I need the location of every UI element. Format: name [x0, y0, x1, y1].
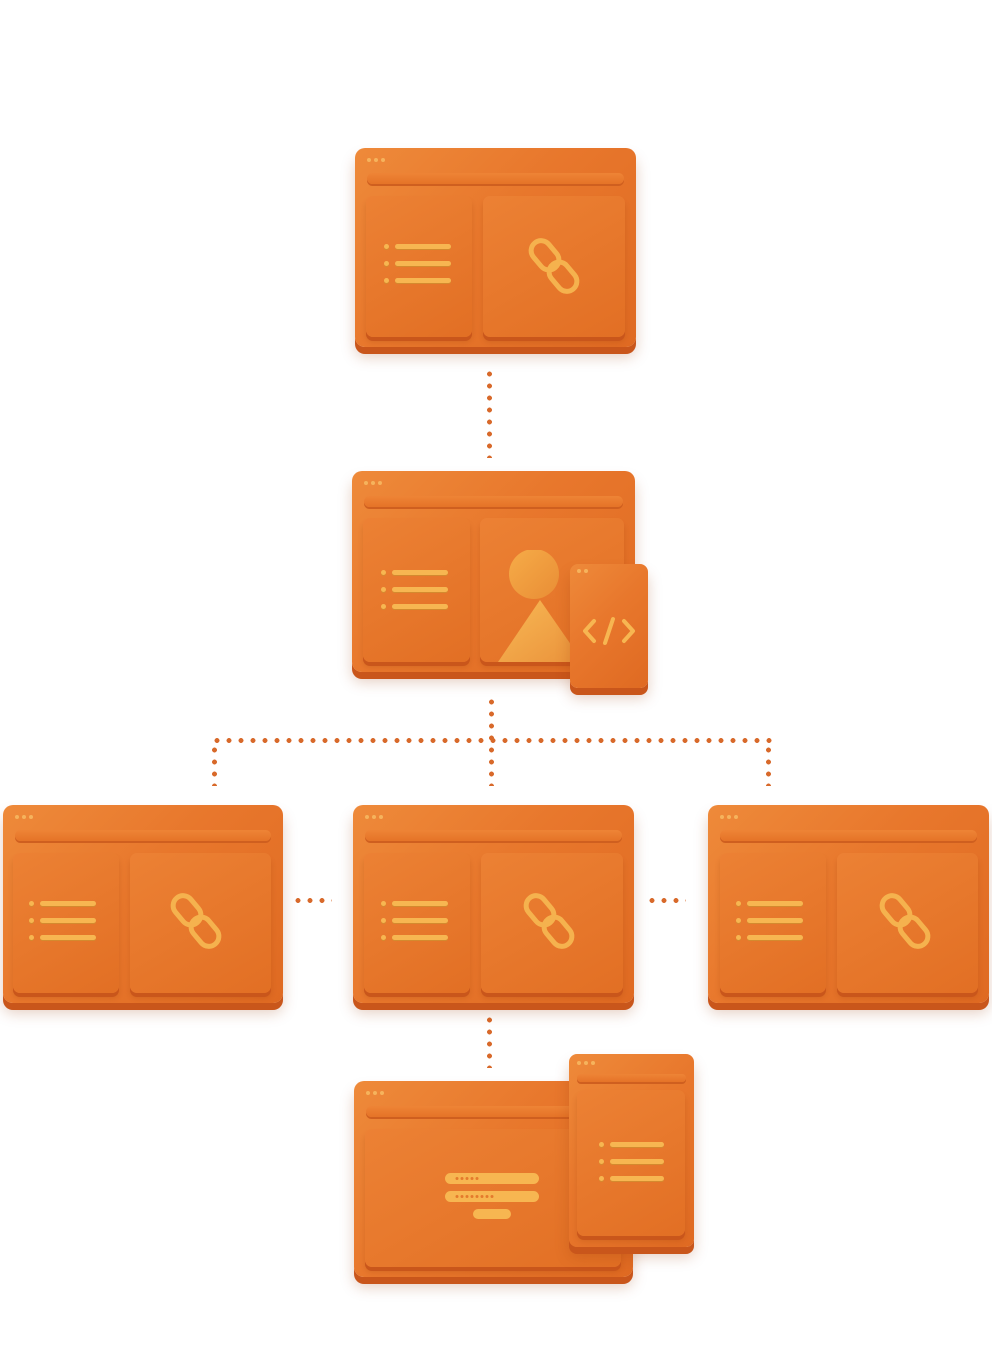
link-icon: [523, 893, 575, 949]
window-dots-icon: [720, 815, 738, 819]
window-dots-icon: [365, 815, 383, 819]
window-dots-icon: [15, 815, 33, 819]
bottom-overlay-card: [569, 1054, 694, 1247]
address-bar: [720, 830, 977, 841]
connector-to-row-right: [766, 744, 771, 786]
code-icon: [583, 617, 635, 645]
link-icon: [170, 893, 222, 949]
address-bar: [366, 1106, 621, 1117]
top-window-node: [355, 148, 636, 347]
image-icon: [498, 550, 583, 662]
connector-row-center-bottom: [487, 1014, 492, 1068]
row-right-window-node: [708, 805, 989, 1003]
left-panel: [13, 853, 119, 993]
list-icon: [29, 901, 96, 940]
left-panel: [366, 196, 472, 337]
address-bar: [364, 496, 623, 507]
address-bar: [577, 1074, 686, 1082]
connector-to-row-left: [212, 744, 217, 786]
connector-row-center-right: [646, 898, 686, 903]
row-center-window-node: [353, 805, 634, 1003]
connector-row-left-center: [292, 898, 332, 903]
inner-panel: [577, 1090, 685, 1236]
list-icon: [384, 244, 451, 283]
left-panel: [720, 853, 826, 993]
window-dots-icon: [367, 158, 385, 162]
code-card: </>: [570, 564, 648, 688]
list-icon: [381, 570, 448, 609]
connector-middle-row-horizontal: [211, 738, 773, 743]
left-panel: [363, 518, 470, 662]
link-icon: [879, 893, 931, 949]
right-panel: [481, 853, 623, 993]
left-panel: [364, 853, 470, 993]
address-bar: [367, 173, 624, 184]
right-panel: [130, 853, 271, 993]
right-panel: [483, 196, 625, 337]
login-form-icon: [445, 1173, 539, 1219]
connector-top-middle: [487, 368, 492, 458]
link-icon: [528, 238, 580, 294]
row-left-window-node: [3, 805, 283, 1003]
list-icon: [599, 1142, 664, 1181]
window-dots-icon: [366, 1091, 384, 1095]
list-icon: [736, 901, 803, 940]
window-dots-icon: [577, 1061, 595, 1065]
window-dots-icon: [364, 481, 382, 485]
right-panel: [837, 853, 978, 993]
address-bar: [15, 830, 271, 841]
list-icon: [381, 901, 448, 940]
address-bar: [365, 830, 622, 841]
window-dots-icon: [577, 569, 588, 573]
